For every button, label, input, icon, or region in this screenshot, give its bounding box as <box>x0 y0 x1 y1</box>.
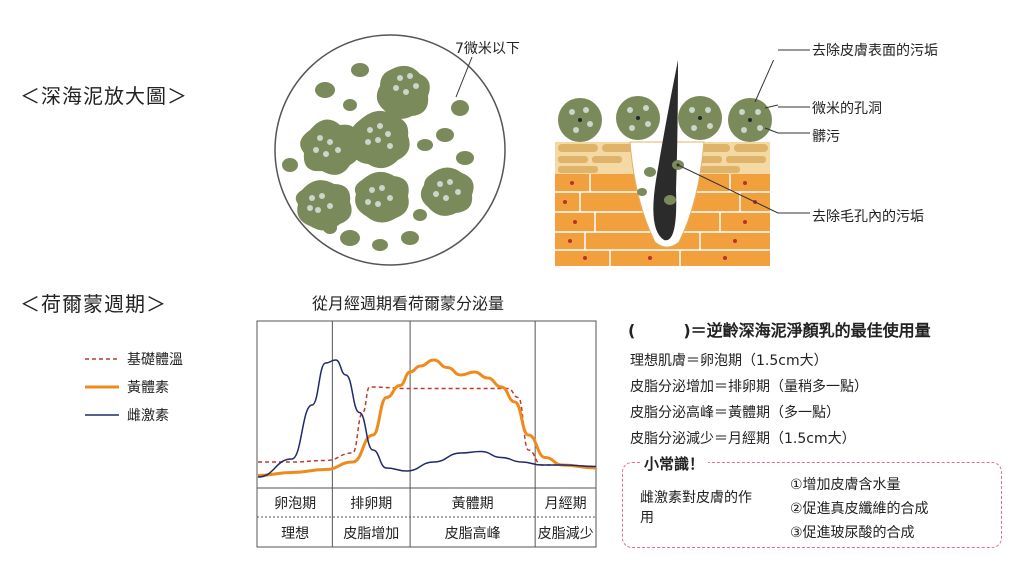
usage-title: ( )＝逆齡深海泥淨顏乳的最佳使用量 <box>628 321 931 340</box>
phase-label: 排卵期 <box>350 496 392 512</box>
legend-item: 基礎體溫 <box>85 347 183 371</box>
legend-swatch-basal-temp <box>85 358 119 360</box>
usage-line-menstrual: 皮脂分泌減少＝月經期（1.5cm大） <box>630 431 856 447</box>
usage-line-luteal: 皮脂分泌高峰＝黃體期（多一點） <box>630 405 840 421</box>
mud-section-title: ＜深海泥放大圖＞ <box>20 84 188 108</box>
skin-label-surface-dirt: 去除皮膚表面的污垢 <box>812 43 938 59</box>
chart-legend: 基礎體溫 黃體素 雌激素 <box>85 347 183 427</box>
series-lines <box>257 358 597 478</box>
phase-label: 黃體期 <box>452 496 494 512</box>
dirt-dots <box>578 116 752 167</box>
skin-label-micro-pores: 微米的孔洞 <box>812 101 882 117</box>
skin-label-leaders <box>778 49 810 214</box>
phase-note-label: 理想 <box>281 526 309 542</box>
usage-line-follicular: 理想肌膚＝卵泡期（1.5cm大） <box>630 353 828 369</box>
phase-label: 月經期 <box>545 496 587 512</box>
mud-size-pointer <box>455 56 473 98</box>
chart-title: 從月經週期看荷爾蒙分泌量 <box>312 294 505 313</box>
mud-cluster <box>295 180 352 231</box>
mud-particles <box>282 63 474 251</box>
mud-cluster <box>354 171 409 223</box>
series-line-1 <box>257 358 597 477</box>
skin-pointer-lines <box>677 60 779 214</box>
series-line-2 <box>257 359 597 478</box>
legend-item: 黃體素 <box>85 375 183 399</box>
usage-line-ovulation: 皮脂分泌增加＝排卵期（量稍多一點） <box>630 379 868 395</box>
phase-dividers <box>331 321 536 547</box>
skin-cross-section-diagram <box>555 60 779 266</box>
tip-effect-2: ②促進真皮纖維的合成 <box>790 501 929 517</box>
phase-note-label: 皮脂減少 <box>538 525 594 542</box>
legend-item: 雌激素 <box>85 403 183 427</box>
skin-label-pore-dirt: 去除毛孔內的污垢 <box>812 209 924 225</box>
legend-label-progesterone: 黃體素 <box>127 380 169 396</box>
phase-note-label: 皮脂高峰 <box>445 525 501 542</box>
hair-strand <box>653 60 678 241</box>
phase-note-label: 皮脂增加 <box>343 526 399 542</box>
legend-swatch-progesterone <box>85 385 119 389</box>
skin-cell-nuclei <box>563 181 757 260</box>
mud-size-label: 7微米以下 <box>455 41 520 57</box>
mud-magnified-diagram <box>274 34 506 266</box>
legend-label-basal-temp: 基礎體溫 <box>127 352 183 368</box>
tip-effect-3: ③促進玻尿酸的合成 <box>790 525 915 541</box>
tip-title: 小常識！ <box>640 453 709 474</box>
legend-label-estrogen: 雌激素 <box>127 408 169 424</box>
skin-label-dirt: 髒污 <box>812 129 840 145</box>
tip-effect-1: ①增加皮膚含水量 <box>790 477 901 493</box>
tip-box <box>622 462 1002 548</box>
tip-subject: 雌激素對皮膚的作用 <box>640 490 752 526</box>
mud-pores <box>307 73 461 213</box>
chart-frame <box>256 320 597 548</box>
surface-mud-pores <box>569 105 763 133</box>
hormone-section-title: ＜荷爾蒙週期＞ <box>20 292 167 316</box>
legend-swatch-estrogen <box>85 414 119 416</box>
mud-cluster <box>420 167 474 216</box>
phase-label: 卵泡期 <box>274 496 316 512</box>
